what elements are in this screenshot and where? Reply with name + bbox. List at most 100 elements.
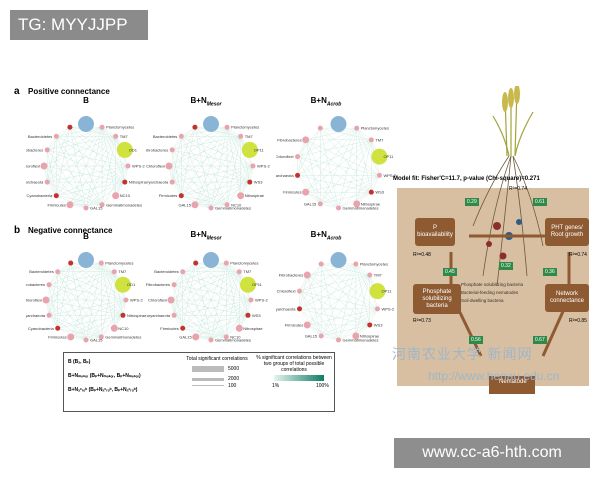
network-edge (57, 271, 127, 301)
network-edge (85, 263, 102, 341)
network-node-label: Bacteroidetes (28, 134, 52, 139)
net-a3-title: B+NAcrob (310, 96, 342, 108)
legend-row-bn-acrob: B+Nₐᶜᵣₒᵇ (Bₚ+Nₐᶜᵣₒᵇ, Bₚ+Nₐᶜᵣₒᵇ) (68, 387, 138, 393)
network-node-label: Fibrobacteres (277, 137, 301, 142)
network-edge (172, 136, 241, 151)
network-node (236, 269, 242, 275)
network-edge (101, 165, 129, 205)
network-edge (356, 128, 380, 176)
network-node-label: WS3 (254, 180, 263, 185)
coef-phy-r: 0.61 (533, 198, 547, 206)
network-edge (69, 127, 116, 137)
network-node-label: Cyanobacteria (28, 326, 55, 331)
network-edge (194, 136, 241, 205)
network-node (235, 324, 243, 332)
network-edge (195, 262, 252, 301)
network-edge (101, 127, 129, 167)
network-edge (85, 204, 103, 209)
network-node-label: Fibrobacteres (279, 273, 303, 278)
network-edge (48, 315, 87, 341)
network-edge (338, 139, 372, 209)
network-node (330, 116, 347, 132)
network-edge (181, 136, 228, 205)
box-network-connectance: Network connectance (545, 284, 589, 312)
net-a1-title: B (83, 96, 89, 105)
network-edge (69, 127, 87, 209)
network-edge (320, 128, 339, 209)
network-edge (182, 271, 252, 301)
network-edge (320, 263, 370, 326)
network-node-label: Planctomycetes (361, 126, 389, 131)
network-edge (47, 127, 71, 151)
network-node (367, 272, 373, 278)
network-edge (195, 262, 249, 316)
network-edge (49, 299, 127, 316)
network-edge (172, 127, 196, 183)
sem-legend-psb: Phosphate solubilizing bacteria (461, 282, 524, 287)
network-node-label: Chloroflexi (26, 164, 40, 169)
network-edge (194, 127, 228, 205)
network-node-label: NC10 (230, 334, 241, 339)
network-node-label: Fibrobacteres (26, 147, 43, 152)
network-edge (210, 263, 227, 341)
network-node (295, 154, 301, 160)
panel-b-title: Negative connectance (28, 226, 113, 235)
network-node-label: Euryarchaeota (26, 313, 46, 318)
network-node (46, 312, 52, 318)
network-edge (70, 262, 115, 272)
network-node-label: Planctomycetes (105, 261, 133, 266)
network-edge (173, 262, 196, 316)
network-node-label: Nitrospirae (245, 193, 265, 198)
network-node-label: Nitrospirae (360, 334, 380, 339)
network-node (192, 124, 198, 130)
network-edge (305, 192, 339, 209)
network-node (44, 179, 50, 185)
network-node-label: WS3 (374, 322, 383, 327)
network-edge (338, 192, 372, 209)
network-node (250, 163, 256, 169)
network-edge (321, 308, 378, 337)
network-node (171, 312, 177, 318)
network-node (167, 296, 175, 304)
network-edge (371, 175, 380, 193)
network-edge (299, 263, 356, 310)
corner-watermark: www.cc-a6-hth.com (394, 438, 590, 468)
network-edge (122, 299, 127, 316)
network-edge (47, 165, 129, 183)
network-edge (168, 165, 250, 183)
network-node-label: GAL15 (90, 206, 103, 211)
network-edge (320, 191, 372, 205)
network-edge (173, 284, 183, 329)
network-node (241, 141, 258, 158)
network-node-label: Euryarchaeota (26, 180, 44, 185)
network-edge (299, 274, 370, 310)
network-edge (210, 181, 250, 209)
network-edge (226, 127, 241, 137)
network-edge (299, 263, 322, 309)
net-b3-title: B+NAcrob (310, 230, 342, 242)
network-node-label: OP11 (381, 289, 392, 294)
network-edge (182, 262, 227, 329)
network-edge (299, 290, 370, 326)
network-edge (181, 195, 228, 205)
network-edge (321, 263, 370, 276)
network-edge (297, 175, 339, 209)
network-node-label: GAL15 (304, 201, 317, 206)
network-node-label: NC10 (118, 326, 129, 331)
network-node-label: Firmicutes (159, 193, 177, 198)
network-node (192, 333, 200, 341)
network-node-label: Bacteroidetes (153, 134, 177, 139)
network-edge (69, 127, 129, 167)
network-edge (299, 308, 370, 326)
network-node (53, 193, 59, 199)
network-node (122, 179, 128, 185)
network-node-label: Nitrospirae (243, 326, 263, 331)
network-node-label: Fibrobacteres (26, 282, 45, 287)
network-node-label: Firmicutes (285, 322, 303, 327)
network-edge (47, 149, 87, 209)
network-edge (320, 128, 372, 193)
network-edge (172, 127, 196, 151)
network-edge (182, 271, 227, 338)
network-node (99, 202, 105, 208)
network-node-label: Gemmatimonadetes (215, 338, 251, 343)
